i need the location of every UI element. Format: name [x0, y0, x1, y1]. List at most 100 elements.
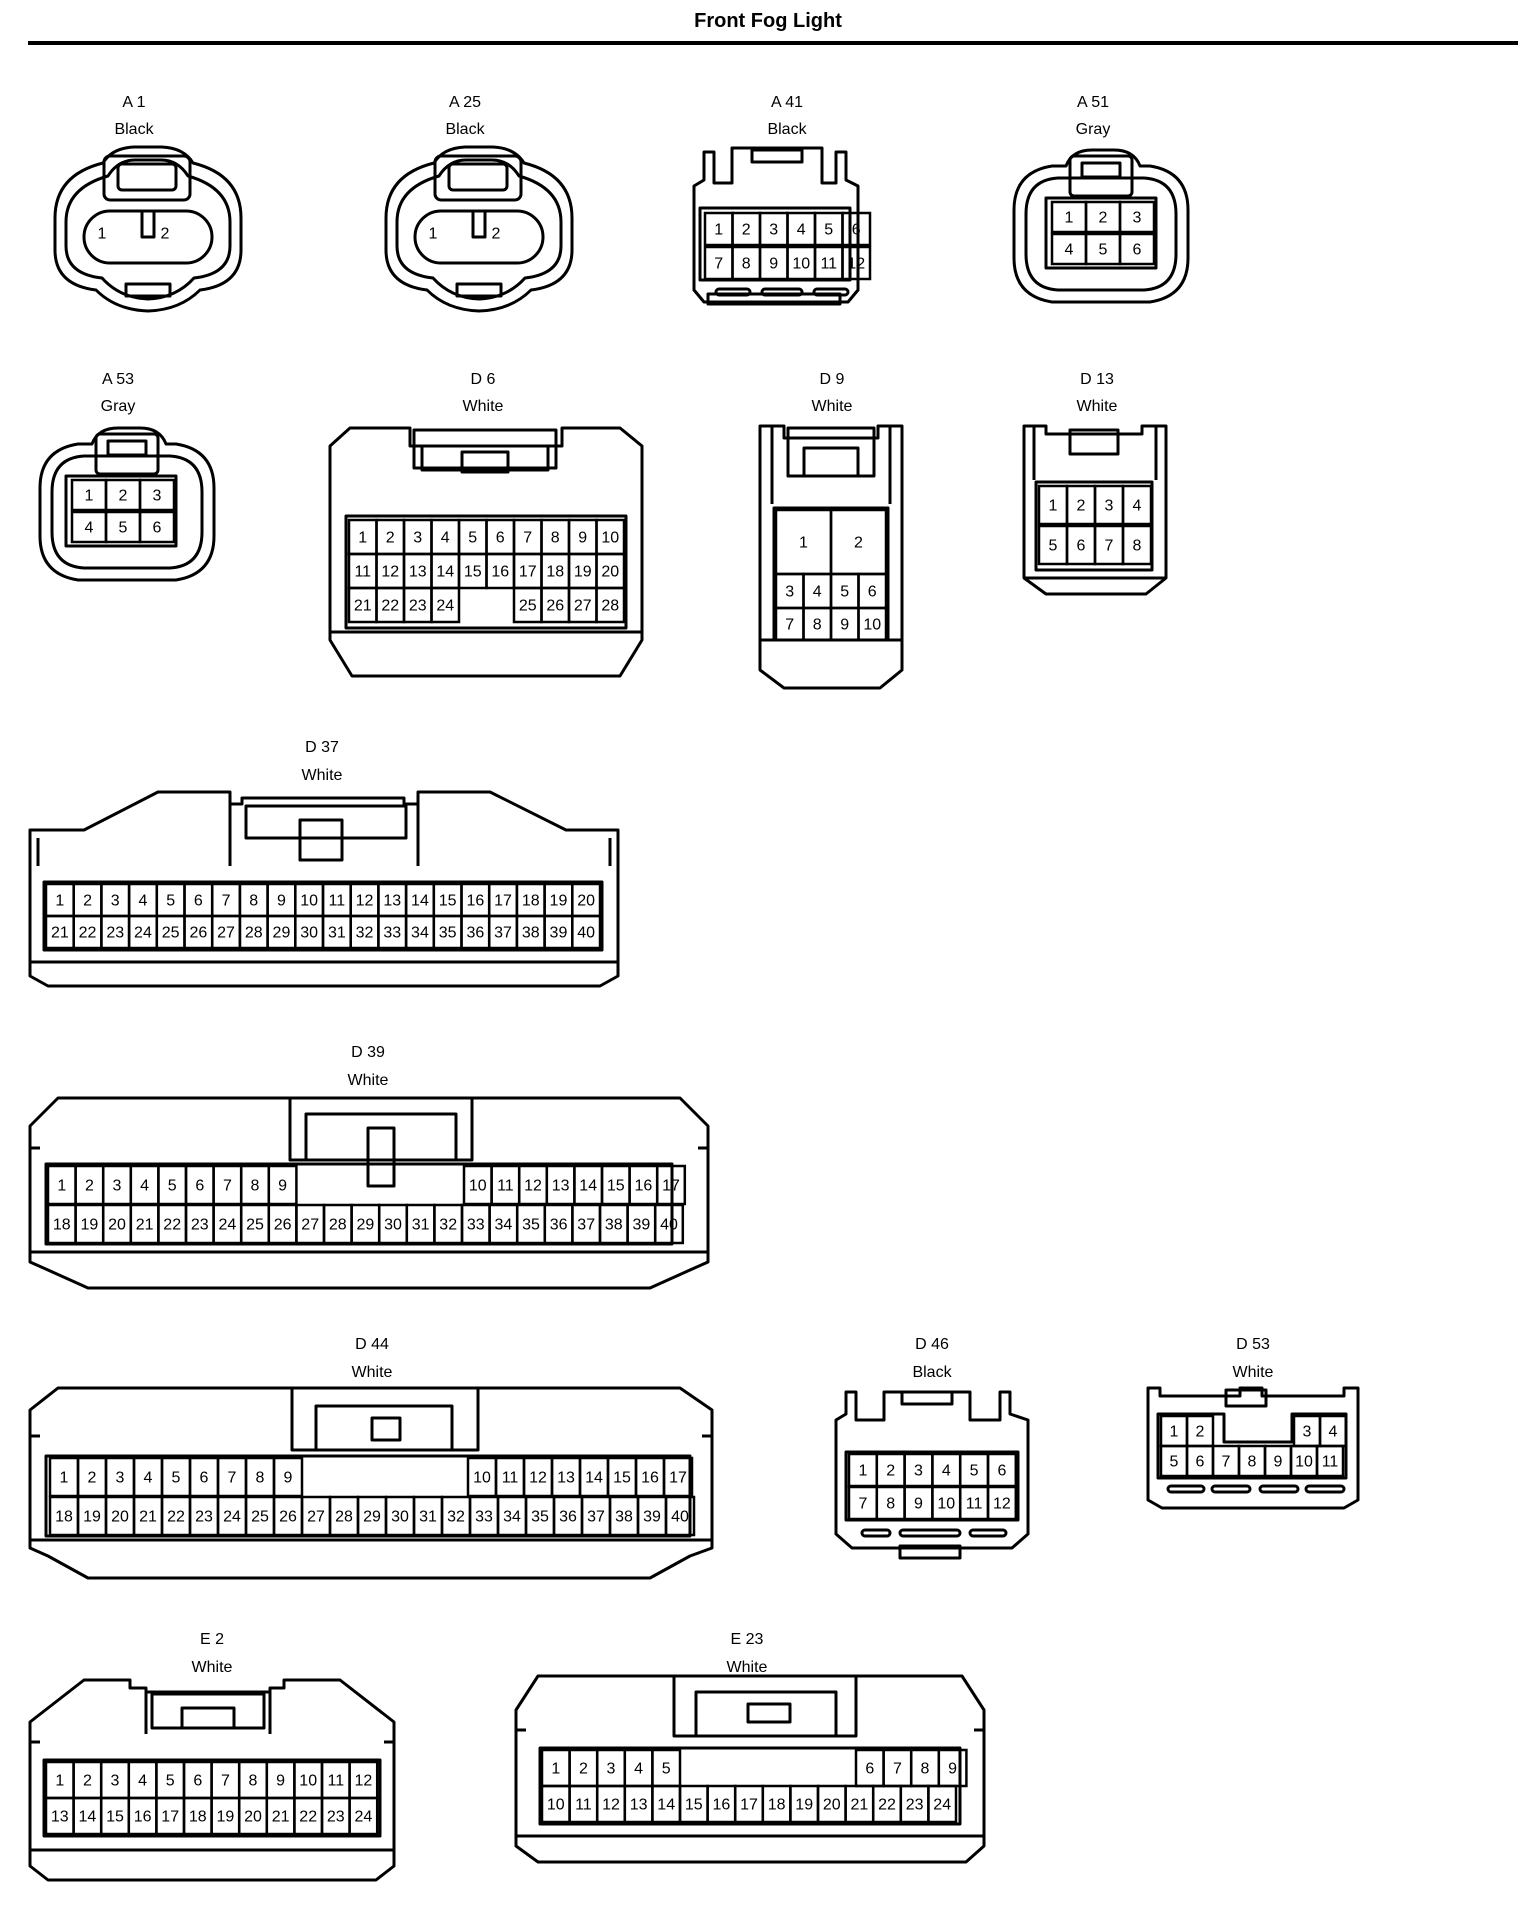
pin-number-e2: 23	[327, 1809, 345, 1826]
pin-number-d13: 6	[1077, 538, 1086, 555]
connector-code-a1: A 1	[122, 94, 146, 111]
pin-number-e2: 9	[276, 1773, 285, 1790]
pin-number-e2: 1	[55, 1773, 64, 1790]
pin-number-d9: 3	[785, 584, 794, 601]
pin-number-d39: 24	[219, 1217, 237, 1234]
pin-number-d39: 16	[635, 1178, 653, 1195]
pin-number-d44: 37	[587, 1509, 605, 1526]
pin-number-e23: 7	[893, 1761, 902, 1778]
pin-number-d44: 29	[363, 1509, 381, 1526]
pin-number-d6: 14	[436, 564, 454, 581]
pin-number-d6: 23	[409, 598, 427, 615]
pin-number-d6: 6	[496, 530, 505, 547]
connector-code-d39: D 39	[351, 1044, 385, 1061]
pin-number-d13: 5	[1049, 538, 1058, 555]
pin-cell-d46	[986, 1485, 1018, 1521]
pin-cell-a51	[1118, 200, 1156, 234]
pin-number-d46: 1	[858, 1463, 867, 1480]
pin-number-a41: 1	[714, 222, 723, 239]
pin-number-a41: 11	[820, 256, 837, 273]
pin-number-d39: 25	[246, 1217, 264, 1234]
pin-cell-d37	[571, 914, 602, 950]
pin-number-d44: 27	[307, 1509, 325, 1526]
pin-cell-d44	[664, 1495, 696, 1537]
pin-number-d44: 2	[88, 1470, 97, 1487]
pin-number-e23: 14	[657, 1797, 675, 1814]
pin-number-a1: 1	[98, 226, 107, 243]
pin-number-e23: 9	[948, 1761, 957, 1778]
pin-number-d37: 24	[134, 925, 152, 942]
pin-number-e2: 14	[79, 1809, 97, 1826]
pin-number-e23: 11	[575, 1797, 592, 1814]
pin-number-d39: 12	[524, 1178, 542, 1195]
pin-number-a25: 2	[492, 226, 501, 243]
pin-number-d39: 7	[223, 1178, 232, 1195]
pin-number-d53: 2	[1196, 1424, 1205, 1441]
pin-number-d53: 6	[1196, 1454, 1205, 1471]
pin-number-d39: 17	[662, 1178, 680, 1195]
pin-number-e23: 23	[906, 1797, 924, 1814]
pin-number-d6: 5	[468, 530, 477, 547]
pin-cell-d53	[1315, 1444, 1345, 1478]
pin-number-d37: 3	[111, 893, 120, 910]
pin-number-d6: 11	[354, 564, 371, 581]
pin-number-d13: 2	[1077, 498, 1086, 515]
pin-number-d37: 28	[245, 925, 263, 942]
pin-number-d44: 1	[60, 1470, 69, 1487]
pin-number-d37: 12	[356, 893, 374, 910]
pin-number-d9: 5	[840, 584, 849, 601]
pin-number-e2: 20	[244, 1809, 262, 1826]
pin-number-d37: 13	[383, 893, 401, 910]
pin-number-d44: 36	[559, 1509, 577, 1526]
pin-number-d39: 22	[163, 1217, 181, 1234]
pin-number-d37: 31	[328, 925, 346, 942]
pin-number-d44: 11	[502, 1470, 519, 1487]
pin-number-d39: 27	[301, 1217, 319, 1234]
pin-number-d13: 3	[1105, 498, 1114, 515]
connector-color-a1: Black	[114, 121, 154, 138]
connector-a51-housing	[1012, 148, 1190, 304]
pin-number-d44: 34	[503, 1509, 521, 1526]
pin-number-d44: 23	[195, 1509, 213, 1526]
pin-number-d44: 26	[279, 1509, 297, 1526]
pin-number-e23: 5	[662, 1761, 671, 1778]
pin-cell-a41	[841, 211, 872, 247]
pin-number-d6: 24	[436, 598, 454, 615]
pin-number-d39: 5	[168, 1178, 177, 1195]
pin-number-d37: 8	[249, 893, 258, 910]
pin-cell-a53	[138, 510, 176, 544]
pin-number-d9: 9	[840, 617, 849, 634]
pin-number-e2: 12	[355, 1773, 373, 1790]
pin-number-d46: 7	[858, 1496, 867, 1513]
pin-number-d39: 39	[633, 1217, 651, 1234]
pin-number-d6: 18	[546, 564, 564, 581]
pin-number-d44: 22	[167, 1509, 185, 1526]
connector-code-d53: D 53	[1236, 1336, 1270, 1353]
pin-number-d39: 36	[550, 1217, 568, 1234]
connector-a1-housing	[53, 145, 243, 313]
pin-number-d46: 2	[886, 1463, 895, 1480]
pin-number-d44: 8	[256, 1470, 265, 1487]
pin-number-d6: 26	[546, 598, 564, 615]
pin-number-e23: 12	[602, 1797, 620, 1814]
connector-code-a51: A 51	[1076, 94, 1110, 111]
connector-code-d9: D 9	[819, 371, 845, 388]
pin-number-e2: 22	[299, 1809, 317, 1826]
pin-number-d6: 21	[354, 598, 372, 615]
pin-number-d44: 28	[335, 1509, 353, 1526]
pin-number-d37: 29	[273, 925, 291, 942]
pin-number-e2: 4	[138, 1773, 147, 1790]
pin-number-d44: 35	[531, 1509, 549, 1526]
pin-number-e23: 20	[823, 1797, 841, 1814]
pin-number-e23: 15	[685, 1797, 703, 1814]
pin-number-d44: 38	[615, 1509, 633, 1526]
connector-code-d46: D 46	[915, 1336, 949, 1353]
pin-number-d46: 11	[966, 1496, 983, 1513]
pin-number-e23: 21	[851, 1797, 869, 1814]
pin-number-d37: 33	[383, 925, 401, 942]
pin-number-d13: 8	[1133, 538, 1142, 555]
pin-number-d37: 9	[277, 893, 286, 910]
pin-number-d46: 3	[914, 1463, 923, 1480]
pin-number-d6: 28	[601, 598, 619, 615]
pin-number-d53: 3	[1303, 1424, 1312, 1441]
